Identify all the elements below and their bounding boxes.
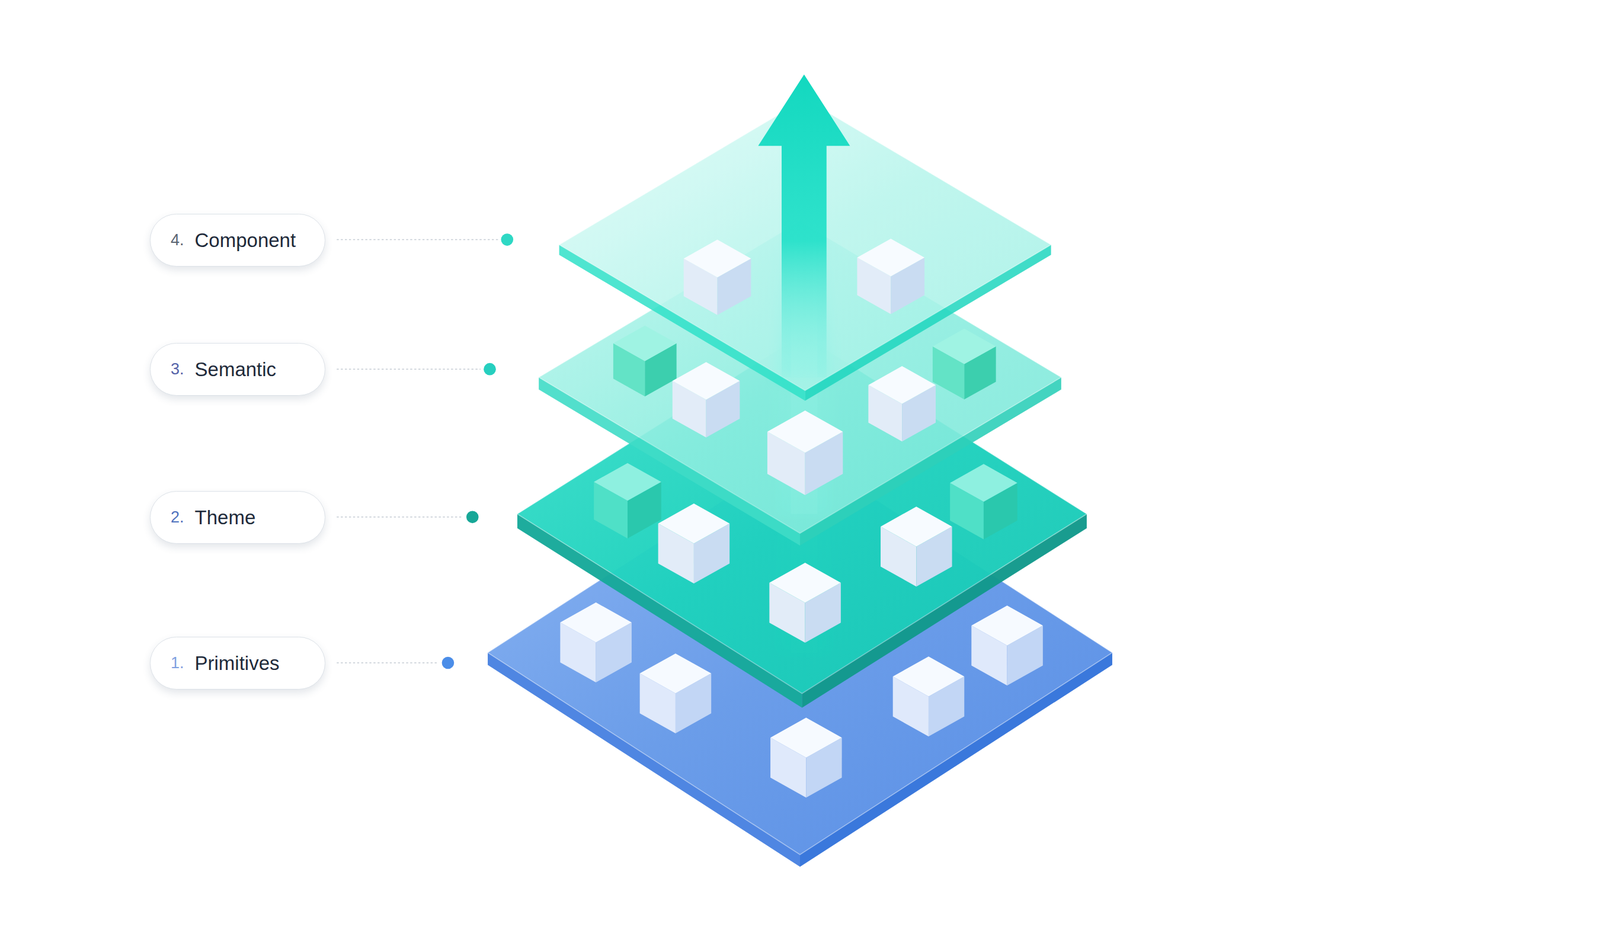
cube — [769, 562, 841, 643]
upward-arrow — [757, 74, 850, 378]
cube-face — [640, 653, 712, 694]
cube-face — [613, 325, 677, 362]
cube-face — [683, 240, 752, 278]
layer-name: Semantic — [194, 358, 277, 382]
cube-face — [949, 464, 1018, 502]
layer-number: 4. — [170, 231, 185, 250]
cube — [880, 506, 953, 587]
cube-face — [868, 366, 936, 405]
layer-label-pill: 3. Semantic — [149, 343, 326, 396]
cube-face — [769, 562, 841, 603]
cube — [593, 463, 662, 539]
cube-face — [593, 463, 662, 502]
cube — [949, 464, 1018, 540]
cube — [893, 656, 965, 737]
layer-stack — [487, 74, 1113, 868]
cube — [683, 240, 752, 316]
cube-face — [770, 718, 843, 758]
layer-label-pill: 1. Primitives — [149, 637, 326, 690]
cube-face — [971, 605, 1043, 646]
cube — [770, 718, 843, 799]
leader-dot — [483, 363, 496, 376]
cube-face — [560, 602, 632, 643]
leader-line — [336, 368, 481, 370]
cube-face — [893, 656, 965, 697]
leader-line — [336, 239, 498, 241]
cube — [613, 325, 677, 398]
cube-face — [672, 362, 741, 400]
cube — [971, 605, 1043, 686]
cube — [868, 366, 936, 442]
layer-number: 3. — [170, 360, 185, 379]
leader-line — [336, 516, 464, 518]
cube — [640, 653, 712, 734]
cube — [658, 503, 731, 584]
layer-number: 1. — [170, 654, 185, 673]
cube-face — [767, 410, 843, 453]
layer-name: Primitives — [194, 652, 280, 675]
cube — [560, 602, 632, 683]
cube-face — [856, 238, 925, 277]
layer-label-pill: 2. Theme — [149, 491, 326, 544]
cube-face — [880, 506, 953, 547]
layer-label-pill: 4. Component — [149, 213, 326, 267]
leader-dot — [442, 657, 455, 670]
leader-dot — [500, 233, 514, 246]
cube — [767, 410, 843, 496]
cube — [856, 238, 925, 315]
layer-name: Theme — [194, 506, 256, 530]
leader-line — [336, 662, 439, 664]
cube — [932, 328, 997, 400]
layer-number: 2. — [170, 508, 185, 527]
layer-name: Component — [194, 229, 297, 252]
cube-face — [658, 503, 731, 544]
leader-dot — [466, 510, 479, 524]
leader-lines — [336, 233, 514, 670]
cube-face — [932, 328, 997, 365]
cube — [672, 362, 741, 438]
